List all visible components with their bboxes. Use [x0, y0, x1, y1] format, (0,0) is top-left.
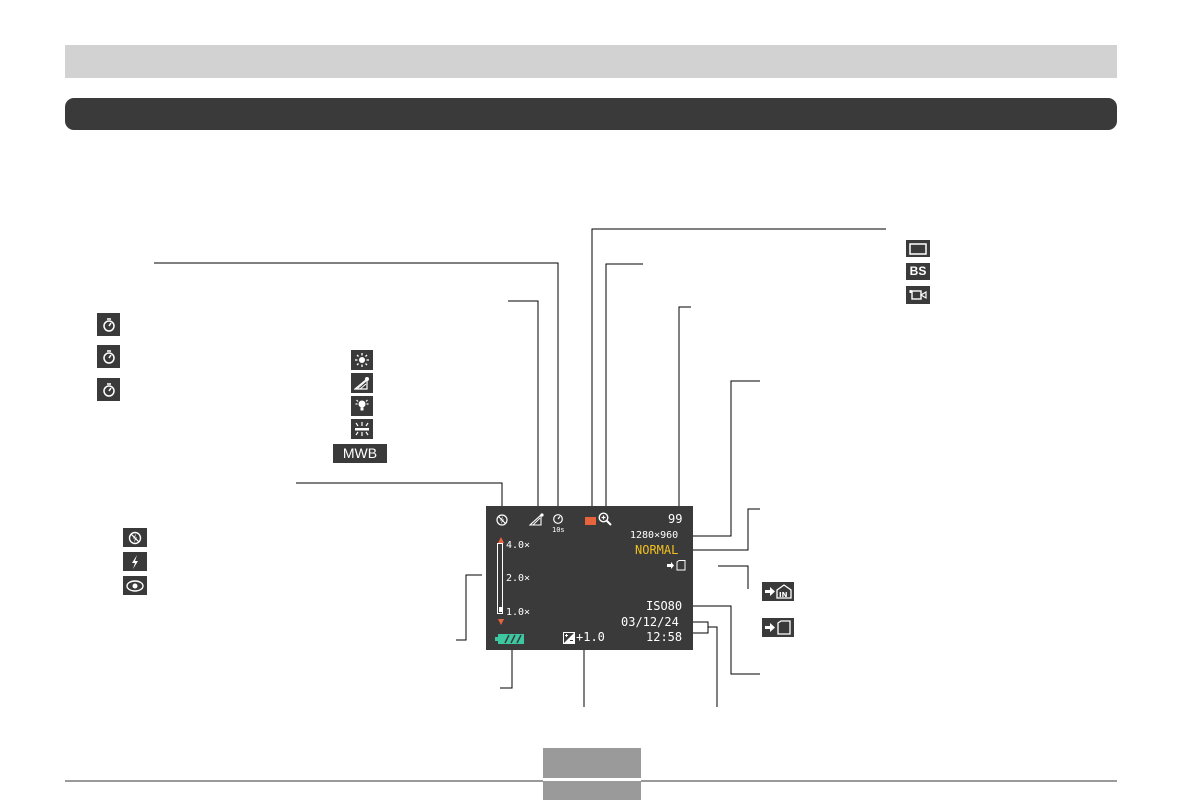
wb-manual-icon: MWB [333, 444, 387, 463]
svg-text:IN: IN [779, 591, 788, 599]
page-number-tab [543, 748, 641, 800]
section-title-bar [65, 98, 1117, 130]
wb-daylight-icon [351, 350, 373, 370]
exposure-compensation-icon [563, 632, 575, 644]
movie-mode-icon [906, 286, 930, 304]
self-timer-duration: 10s [552, 526, 565, 534]
header-bar [65, 45, 1117, 78]
built-in-memory-icon: IN [762, 582, 794, 601]
digital-zoom-icon [598, 512, 612, 526]
self-timer-icon [97, 345, 120, 368]
wb-shade-icon [351, 373, 373, 393]
battery-icon [495, 634, 524, 644]
flash-on-icon [123, 552, 147, 571]
iso-sensitivity: ISO80 [646, 599, 683, 613]
image-quality: NORMAL [635, 543, 679, 557]
memory-card-icon [667, 560, 686, 571]
snapshot-mode-icon [906, 240, 930, 257]
self-timer-icon [553, 514, 563, 524]
snapshot-mode-indicator [585, 517, 596, 525]
wb-shade-icon [529, 513, 544, 526]
zoom-label-max: 4.0× [506, 540, 531, 551]
self-timer-icon [97, 313, 120, 336]
remaining-shots: 99 [668, 512, 683, 526]
zoom-label-mid: 2.0× [506, 573, 531, 584]
date: 03/12/24 [621, 615, 679, 629]
exposure-compensation-value: +1.0 [576, 630, 605, 644]
zoom-level-indicator [499, 607, 502, 612]
time: 12:58 [646, 630, 683, 644]
red-eye-icon [123, 576, 147, 595]
self-timer-icon [97, 378, 120, 401]
wb-fluorescent-icon [351, 419, 373, 439]
memory-card-icon [762, 618, 794, 637]
zoom-up-arrow-icon [498, 537, 504, 543]
wb-tungsten-icon [351, 396, 373, 416]
image-size: 1280×960 [630, 530, 679, 541]
best-shot-mode-icon: BS [906, 263, 930, 280]
flash-off-icon [123, 528, 147, 547]
zoom-down-arrow-icon [498, 619, 504, 625]
flash-off-icon [496, 514, 508, 526]
lcd-monitor-display: 10s 99 1280×960 NORMAL 4.0× 2.0× 1.0× IS… [486, 506, 693, 650]
zoom-bar [497, 543, 503, 614]
zoom-label-min: 1.0× [506, 607, 531, 618]
